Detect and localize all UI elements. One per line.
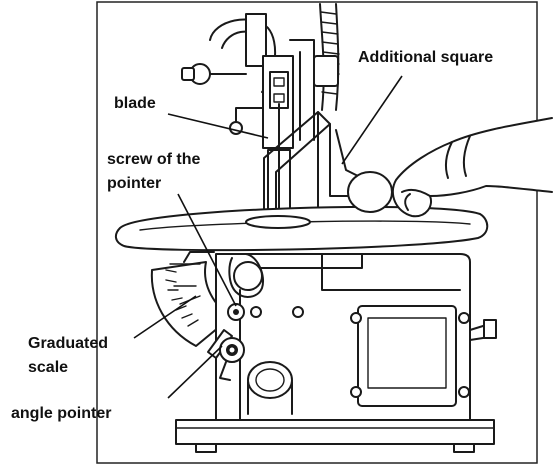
operator-hand [347, 117, 553, 218]
label-angle-pointer: angle pointer [11, 405, 112, 422]
label-additional-square: Additional square [358, 49, 494, 66]
leader-blade [167, 113, 269, 139]
angle-pointer-part [207, 329, 245, 381]
label-blade: blade [114, 95, 156, 112]
label-screw-of-pointer-line2: pointer [107, 175, 162, 192]
leader-screw-of-pointer [177, 193, 237, 307]
leader-angle-pointer [167, 345, 223, 399]
label-screw-of-pointer-line1: screw of the [107, 151, 201, 168]
leader-additional-square [341, 75, 403, 165]
saw-table [114, 205, 489, 252]
leader-graduated-scale [133, 295, 197, 339]
label-graduated-scale-line1: Graduated [28, 335, 109, 352]
pointer-screw-part [227, 303, 245, 321]
label-graduated-scale-line2: scale [28, 359, 69, 376]
saw-base [175, 253, 497, 453]
